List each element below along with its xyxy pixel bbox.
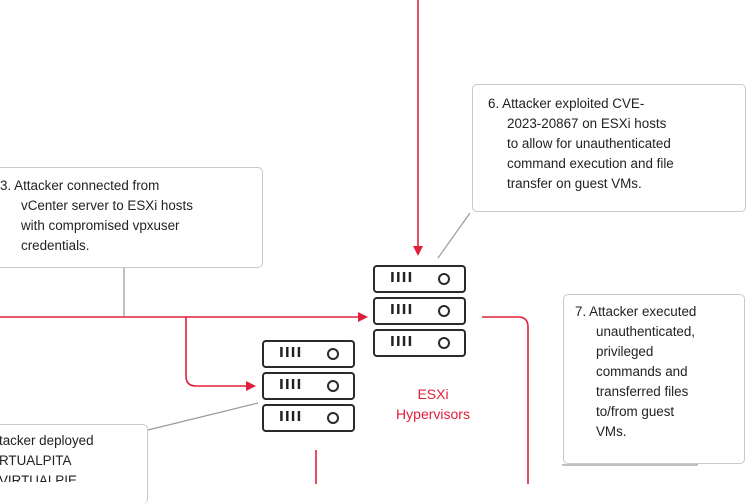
server-unit: IIII: [373, 329, 466, 357]
note-line: RTUALPITA: [0, 453, 72, 468]
note-line: transfer on guest VMs.: [507, 176, 642, 191]
drive-bays-icon: IIII: [279, 378, 303, 393]
server-unit: IIII: [373, 265, 466, 293]
note-line: unauthenticated,: [596, 324, 696, 339]
server-unit: IIII: [262, 340, 355, 368]
note-line: with compromised vpxuser: [21, 218, 180, 233]
server-unit: IIII: [373, 297, 466, 325]
esxi-label: ESXi Hypervisors: [378, 384, 488, 424]
esxi-server-icon: IIII IIII IIII: [373, 265, 466, 361]
status-led-icon: [438, 273, 450, 285]
note-line: VIRTUALPIE: [0, 473, 77, 488]
note-line: 2023-20867 on ESXi hosts: [507, 116, 667, 131]
note-step-3: 3. Attacker connected from vCenter serve…: [0, 167, 263, 268]
status-led-icon: [438, 305, 450, 317]
arrow-to-guest-vm: [185, 317, 256, 391]
server-unit: IIII: [262, 372, 355, 400]
esxi-label-line1: ESXi: [417, 386, 449, 402]
note-line: to allow for unauthenticated: [507, 136, 671, 151]
note-deploy: tacker deployed RTUALPITA VIRTUALPIE: [0, 424, 148, 504]
note-line: transferred files: [596, 384, 689, 399]
status-led-icon: [327, 412, 339, 424]
note-line: privileged: [596, 344, 654, 359]
connector-step7: [562, 464, 698, 466]
note-line: commands and: [596, 364, 688, 379]
note-line: 7. Attacker executed: [575, 304, 697, 319]
connector-layer: [0, 0, 698, 484]
status-led-icon: [327, 380, 339, 392]
drive-bays-icon: IIII: [390, 271, 414, 286]
server-unit: IIII: [262, 404, 355, 432]
note-line: VMs.: [596, 424, 627, 439]
drive-bays-icon: IIII: [279, 410, 303, 425]
note-line: command execution and file: [507, 156, 674, 171]
drive-bays-icon: IIII: [390, 335, 414, 350]
note-step-6: 6. Attacker exploited CVE- 2023-20867 on…: [472, 84, 746, 212]
note-line: tacker deployed: [0, 433, 94, 448]
guest-server-icon: IIII IIII IIII: [262, 340, 355, 436]
note-line: credentials.: [21, 238, 90, 253]
drive-bays-icon: IIII: [279, 346, 303, 361]
connector-step6: [437, 212, 471, 259]
note-line: 6. Attacker exploited CVE-: [488, 96, 645, 111]
note-line: 3. Attacker connected from: [0, 178, 160, 193]
status-led-icon: [438, 337, 450, 349]
note-line: vCenter server to ESXi hosts: [21, 198, 193, 213]
connector-deploy: [147, 402, 259, 431]
note-step-7: 7. Attacker executed unauthenticated, pr…: [563, 294, 745, 464]
note-line: to/from guest: [596, 404, 675, 419]
arrow-right-down: [482, 316, 529, 484]
status-led-icon: [327, 348, 339, 360]
drive-bays-icon: IIII: [390, 303, 414, 318]
esxi-label-line2: Hypervisors: [396, 406, 470, 422]
